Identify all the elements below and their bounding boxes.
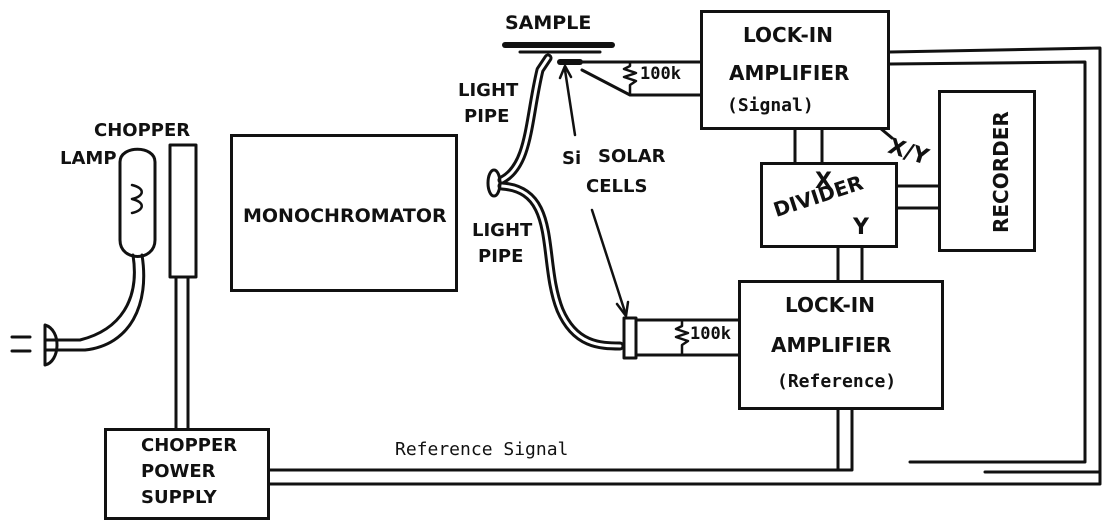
reference-signal-wire <box>266 408 854 472</box>
lockin-reference-label-2: AMPLIFIER <box>771 333 892 357</box>
power-supply-label-2: POWER <box>141 461 216 482</box>
light-pipe-top-label-1: LIGHT <box>458 80 519 101</box>
lamp-cord-2 <box>43 253 146 352</box>
reference-signal-wire-lower <box>266 470 1102 486</box>
light-pipe-top-label-2: PIPE <box>464 106 510 127</box>
light-pipe-entry <box>486 168 502 198</box>
power-supply-label-3: SUPPLY <box>141 487 217 508</box>
plug <box>43 323 59 367</box>
lockin-reference-box: LOCK-IN AMPLIFIER (Reference) <box>738 280 944 410</box>
divider-box: X DIVIDER Y <box>760 162 898 248</box>
reference-signal-label: Reference Signal <box>395 439 569 460</box>
lockin-signal-label-3: (Signal) <box>727 95 814 116</box>
divider-y-label: Y <box>853 215 869 240</box>
lockin-signal-label-2: AMPLIFIER <box>729 61 850 85</box>
chopper-label: CHOPPER <box>94 120 191 141</box>
outer-wire-inner-right <box>888 60 1087 464</box>
cells-label: CELLS <box>586 176 648 197</box>
resistor-bottom-label: 100k <box>690 324 731 344</box>
resistor-top-label: 100k <box>640 64 681 84</box>
si-label: Si <box>562 148 582 169</box>
top-resistor <box>622 60 638 97</box>
chopper-power-supply-box: CHOPPER POWER SUPPLY <box>104 428 270 520</box>
recorder-box: RECORDER <box>938 90 1036 252</box>
lockin-reference-label-3: (Reference) <box>777 371 897 392</box>
lamp-cord <box>43 253 136 342</box>
power-supply-label-1: CHOPPER <box>141 435 238 456</box>
lockin-signal-label-1: LOCK-IN <box>743 23 833 47</box>
bottom-resistor <box>674 318 690 357</box>
lockin-reference-label-1: LOCK-IN <box>785 293 875 317</box>
lockin-signal-box: LOCK-IN AMPLIFIER (Signal) <box>700 10 890 130</box>
divider-x-label: X <box>815 169 832 194</box>
arrow-head-bottom <box>615 300 630 318</box>
light-pipe-top-inner <box>500 56 550 182</box>
chopper-blade <box>168 143 198 279</box>
recorder-label: RECORDER <box>989 111 1013 233</box>
lamp-filament <box>130 183 143 215</box>
light-pipe-bottom-label-2: PIPE <box>478 246 524 267</box>
lamp-label: LAMP <box>60 148 117 169</box>
sample-label: SAMPLE <box>505 12 592 34</box>
arrow-head-top <box>558 64 573 80</box>
monochromator-box: MONOCHROMATOR <box>230 134 458 292</box>
arrow-to-top-cell <box>563 68 577 137</box>
solar-label: SOLAR <box>598 146 666 167</box>
lamp-bulb <box>118 147 157 258</box>
light-pipe-bottom-inner <box>500 184 622 348</box>
bottom-solar-cell <box>622 316 638 360</box>
monochromator-label: MONOCHROMATOR <box>243 205 447 227</box>
arrow-to-bottom-cell <box>590 208 627 314</box>
light-pipe-bottom-label-1: LIGHT <box>472 220 533 241</box>
outer-wire-top <box>888 46 1102 474</box>
